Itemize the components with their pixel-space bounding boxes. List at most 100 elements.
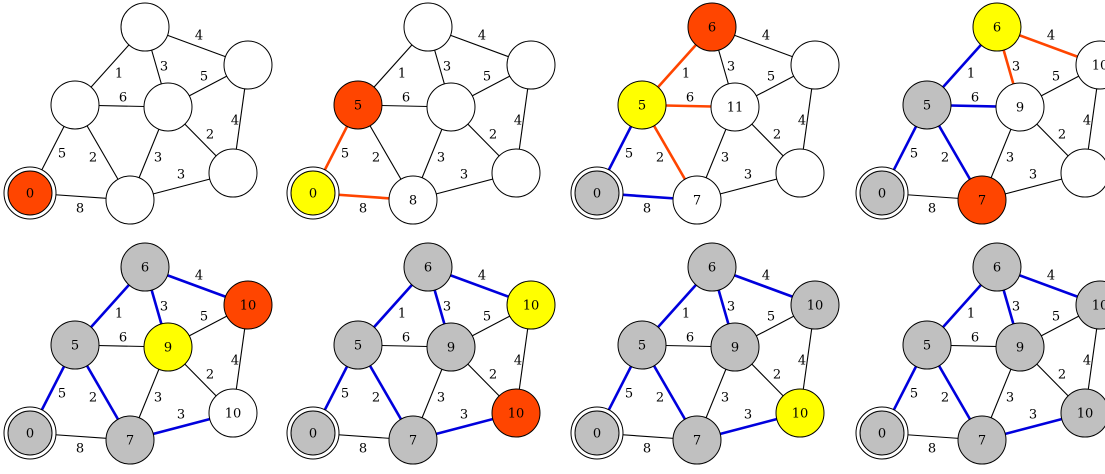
node-d — [426, 322, 476, 372]
node-f — [208, 388, 258, 438]
edge-weight-label: 5 — [1052, 310, 1060, 325]
edge-weight-label: 1 — [398, 67, 406, 82]
node-distance-label: 0 — [26, 427, 34, 442]
node-e — [223, 280, 273, 330]
node-c — [403, 2, 453, 52]
node-distance-label: 6 — [424, 261, 432, 276]
edge-weight-label: 5 — [910, 147, 918, 162]
node-d — [426, 82, 476, 132]
edge-weight-label: 3 — [1006, 391, 1014, 406]
edge-weight-label: 4 — [1047, 29, 1055, 44]
edge-weight-label: 8 — [643, 442, 651, 457]
edge-weight-label: 8 — [76, 442, 84, 457]
node-distance-label: 6 — [993, 261, 1001, 276]
node-distance-label: 0 — [878, 187, 886, 202]
node-distance-label: 10 — [225, 407, 242, 422]
node-c — [687, 242, 737, 292]
node-f — [208, 148, 258, 198]
node-b — [617, 80, 667, 130]
node-d — [995, 322, 1045, 372]
edge-weight-label: 2 — [206, 368, 214, 383]
edge-weight-label: 2 — [1058, 128, 1066, 143]
edge-weight-label: 3 — [721, 151, 729, 166]
node-f — [1060, 148, 1105, 198]
node-d — [143, 322, 193, 372]
node-distance-label: 9 — [164, 341, 172, 356]
node-d — [710, 322, 760, 372]
edge-weight-label: 4 — [478, 29, 486, 44]
edge-weight-label: 3 — [460, 408, 468, 423]
node-c — [972, 242, 1022, 292]
node-distance-label: 7 — [126, 434, 134, 449]
edge-weight-label: 1 — [682, 67, 690, 82]
edge-weight-label: 4 — [762, 269, 770, 284]
node-b — [902, 80, 952, 130]
edge-weight-label: 4 — [195, 29, 203, 44]
edge-weight-label: 3 — [721, 391, 729, 406]
node-a — [574, 170, 620, 216]
node-e — [506, 280, 556, 330]
node-distance-label: 5 — [923, 99, 931, 114]
node-distance-label: 11 — [727, 101, 744, 116]
node-g — [105, 415, 155, 465]
node-distance-label: 7 — [409, 434, 417, 449]
edge-weight-label: 3 — [727, 60, 735, 75]
node-distance-label: 9 — [447, 341, 455, 356]
node-a — [7, 170, 53, 216]
edge-weight-label: 4 — [1047, 269, 1055, 284]
edge-weight-label: 3 — [160, 300, 168, 315]
edge-weight-label: 4 — [231, 354, 239, 369]
node-c — [403, 242, 453, 292]
node-distance-label: 0 — [593, 427, 601, 442]
edge-weight-label: 2 — [489, 128, 497, 143]
edge-weight-label: 4 — [231, 114, 239, 129]
node-distance-label: 6 — [708, 261, 716, 276]
edge-weight-label: 4 — [195, 269, 203, 284]
edge-weight-label: 3 — [1006, 151, 1014, 166]
node-distance-label: 10 — [1077, 407, 1094, 422]
edge-weight-label: 1 — [967, 307, 975, 322]
node-e — [1075, 280, 1105, 330]
node-f — [491, 388, 541, 438]
edge-weight-label: 3 — [154, 391, 162, 406]
edge-weight-label: 5 — [483, 70, 491, 85]
edge-weight-label: 3 — [1029, 408, 1037, 423]
edge-weight-label: 3 — [460, 168, 468, 183]
node-a — [859, 410, 905, 456]
edge-weight-label: 5 — [200, 310, 208, 325]
node-distance-label: 10 — [792, 407, 809, 422]
edge-weight-label: 2 — [941, 391, 949, 406]
edge-weight-label: 3 — [437, 151, 445, 166]
edge-weight-label: 5 — [767, 70, 775, 85]
node-distance-label: 6 — [708, 21, 716, 36]
edge-weight-label: 6 — [402, 331, 410, 346]
edge-weight-label: 3 — [177, 408, 185, 423]
node-distance-label: 9 — [1016, 101, 1024, 116]
node-g — [388, 415, 438, 465]
edge-weight-label: 5 — [341, 147, 349, 162]
node-distance-label: 10 — [523, 299, 540, 314]
edge-weight-label: 8 — [928, 202, 936, 217]
node-b — [617, 320, 667, 370]
node-g — [957, 175, 1007, 225]
node-distance-label: 0 — [309, 187, 317, 202]
edge-weight-label: 1 — [967, 67, 975, 82]
node-distance-label: 7 — [978, 434, 986, 449]
edge-weight-label: 3 — [1012, 300, 1020, 315]
edge-weight-label: 1 — [398, 307, 406, 322]
node-d — [143, 82, 193, 132]
node-c — [687, 2, 737, 52]
edge-weight-label: 2 — [656, 151, 664, 166]
edge-weight-label: 3 — [154, 151, 162, 166]
edge-weight-label: 4 — [798, 354, 806, 369]
edge-weight-label: 3 — [443, 60, 451, 75]
node-distance-label: 10 — [240, 299, 257, 314]
node-distance-label: 8 — [409, 194, 417, 209]
edge-weight-label: 4 — [478, 269, 486, 284]
edge-weight-label: 2 — [89, 151, 97, 166]
edge-weight-label: 5 — [1052, 70, 1060, 85]
